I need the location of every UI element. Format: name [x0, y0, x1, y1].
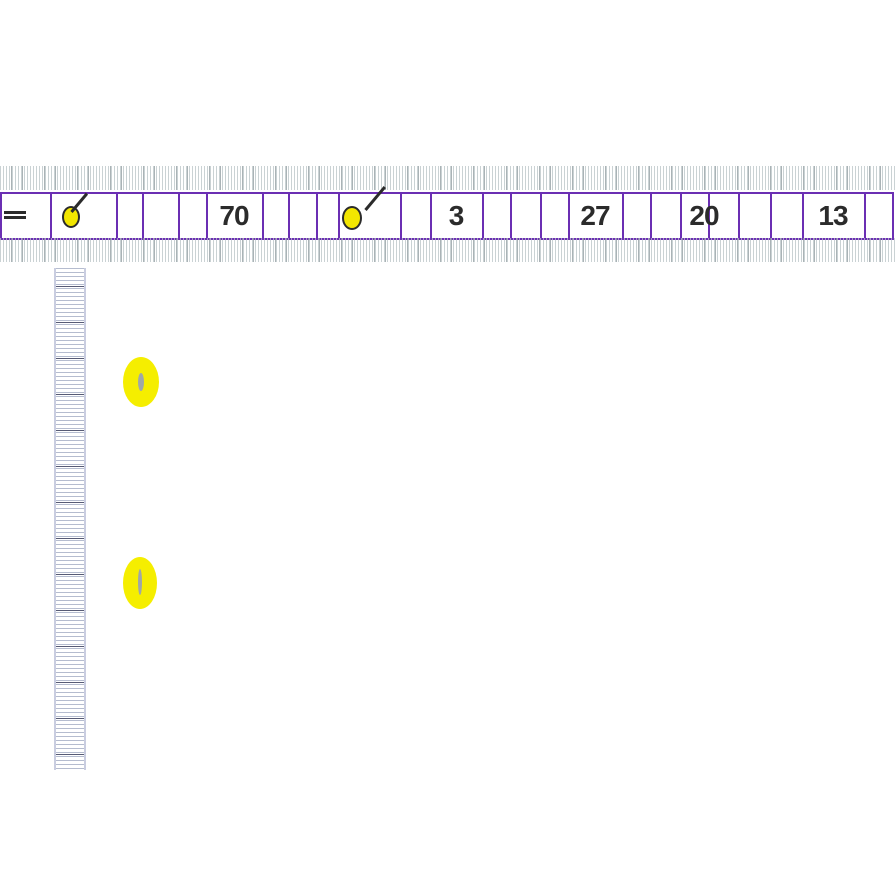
tape-cell [206, 192, 262, 240]
pin-icon [342, 206, 362, 230]
tape-label: 27 [580, 200, 610, 231]
tape-label: 13 [818, 200, 848, 231]
vertical-tape-edge [54, 268, 56, 770]
tape-label: 3 [448, 200, 465, 231]
tape-cell [622, 192, 650, 240]
tape-cell [142, 192, 178, 240]
yellow-marker-icon[interactable] [123, 557, 157, 609]
tape-cell [116, 192, 142, 240]
tape-ticks-top [0, 166, 896, 190]
tape-cells: 70 3 27 20 13 [0, 186, 896, 240]
yellow-marker-icon[interactable] [123, 357, 159, 407]
tape-cell [510, 192, 540, 240]
tape-cell [650, 192, 680, 240]
tape-cell [262, 192, 288, 240]
tape-cell [540, 192, 568, 240]
vertical-tape-edge [84, 268, 86, 770]
tape-cell [178, 192, 206, 240]
tape-cell [864, 192, 894, 240]
tape-cell [288, 192, 316, 240]
menu-icon[interactable] [4, 211, 26, 221]
tape-cell [708, 192, 738, 240]
tape-cell [482, 192, 510, 240]
tape-cell [316, 192, 338, 240]
tape-cell [400, 192, 430, 240]
pin-icon [62, 206, 80, 228]
tape-label: 70 [219, 200, 249, 231]
tape-label: 20 [689, 200, 719, 231]
horizontal-tape: 70 3 27 20 13 [0, 166, 896, 262]
tape-cell [680, 192, 708, 240]
vertical-tape [54, 268, 86, 770]
tape-cell [738, 192, 770, 240]
tape-cell [770, 192, 802, 240]
tape-ticks-bottom [0, 238, 896, 262]
